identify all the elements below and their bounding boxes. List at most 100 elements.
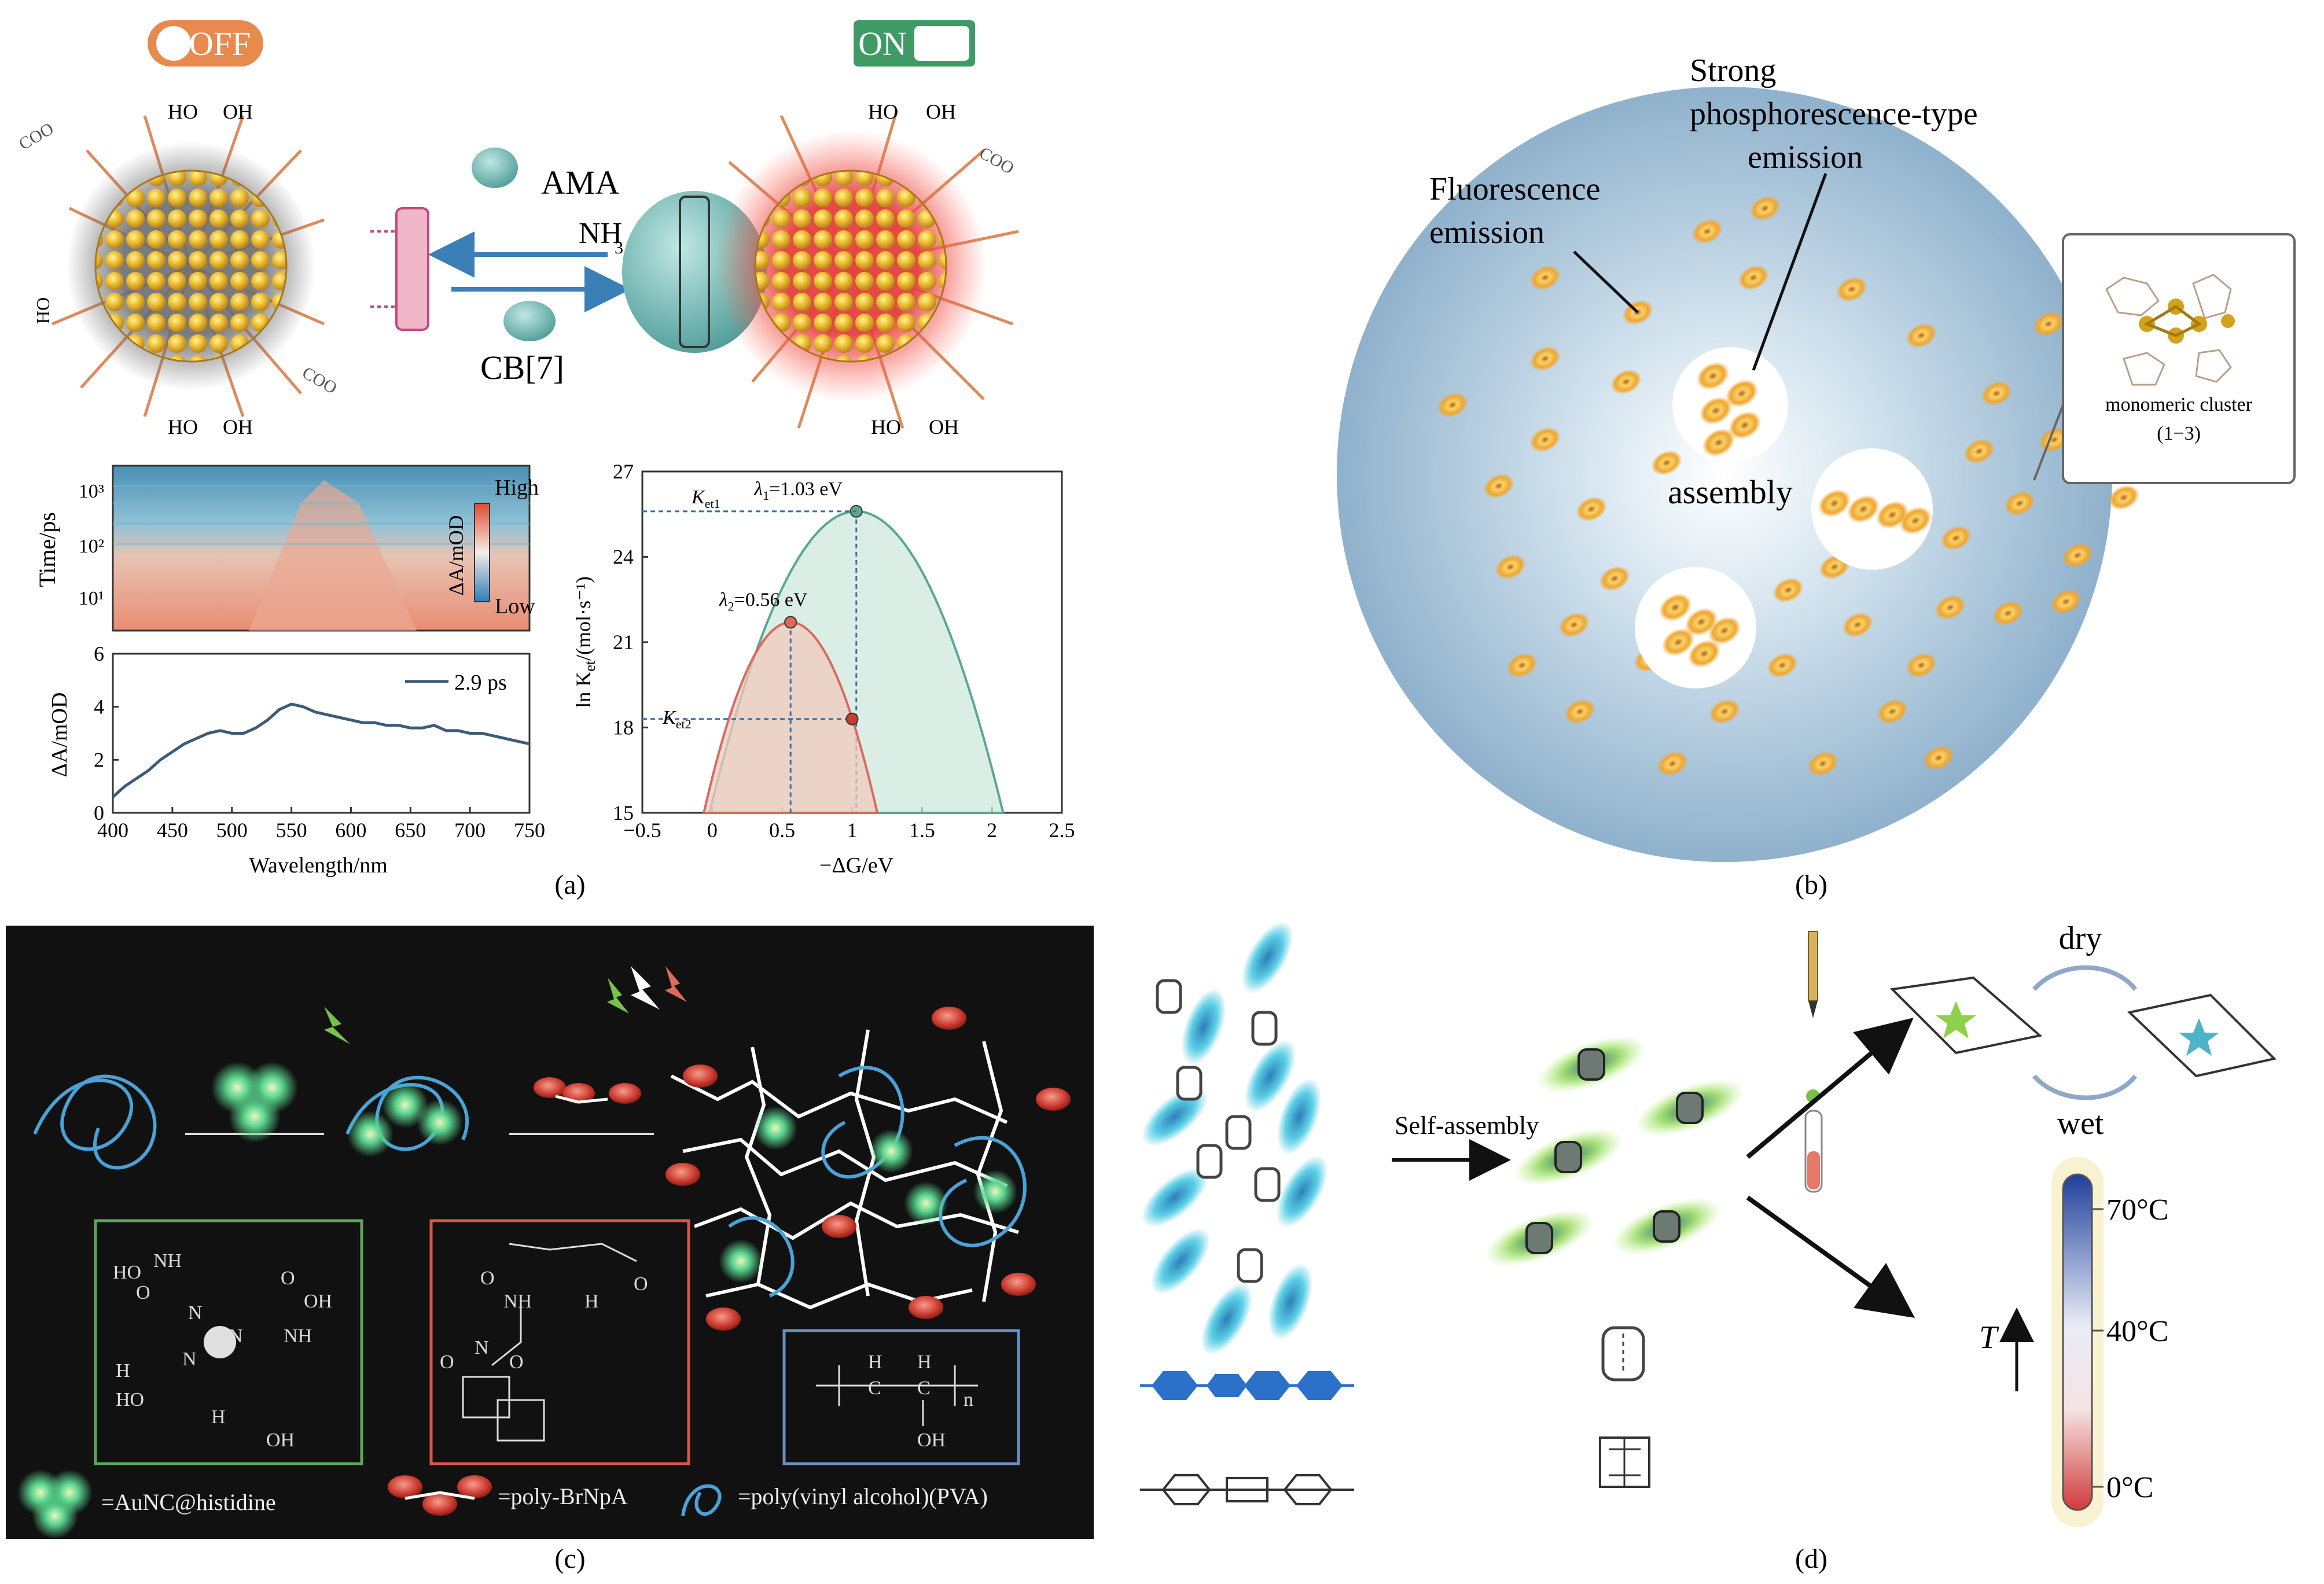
svg-text:HO: HO <box>113 1262 141 1283</box>
monomer-dot-27 <box>1709 699 1740 724</box>
spectrum-xtick-label-3: 550 <box>276 819 307 842</box>
strong-pointer <box>1752 173 1827 371</box>
monomer-dot-12 <box>1940 525 1972 551</box>
teal-guest-3 <box>1244 1040 1296 1113</box>
monomer-dot-20 <box>2050 589 2082 614</box>
strong-line3: emission <box>1748 139 1863 175</box>
on-ho-label: HO <box>868 100 898 123</box>
exchange-arrows: AMA NH 3 CB[7] <box>428 148 631 386</box>
on-switch: ON <box>854 20 975 67</box>
lambda2-label: λ2=0.56 eV <box>719 590 808 614</box>
spectrum-ytick-label-0: 0 <box>94 801 104 824</box>
paper-wet <box>2127 993 2277 1078</box>
self-assembly-label: Self-assembly <box>1395 1111 1539 1140</box>
svg-text:N: N <box>188 1302 203 1324</box>
svg-text:O: O <box>509 1351 524 1373</box>
svg-text:H: H <box>584 1291 599 1312</box>
spectrum-xtick-label-5: 650 <box>395 819 426 842</box>
assembly-dot-0 <box>1696 362 1730 391</box>
green-flash-icon <box>324 1007 350 1044</box>
network-glows <box>719 1106 1017 1283</box>
viologen-left <box>370 207 429 331</box>
assembly-dot-12 <box>1687 639 1721 668</box>
spectrum-ytick-label-3: 6 <box>94 642 104 665</box>
brnpa-box <box>429 1219 690 1465</box>
legend-aunc: =AuNC@histidine <box>17 1469 276 1539</box>
monomer-dot-32 <box>1963 439 1995 464</box>
fluorescence-line2: emission <box>1429 215 1545 251</box>
oh-label-bottom: OH <box>223 415 253 439</box>
marcus-xtick-label-0: −0.5 <box>623 819 661 842</box>
fluorescence-line1: Fluorescence <box>1429 171 1600 207</box>
svg-text:C: C <box>868 1377 881 1399</box>
monomer-dot-6 <box>1651 450 1682 476</box>
ho-oh-side: HO <box>32 297 53 324</box>
on-oh-label-bottom: OH <box>929 415 959 439</box>
monomer-dot-1 <box>1738 265 1769 290</box>
assembly-dot-6 <box>1847 495 1880 524</box>
spectrum-xtick-label-6: 700 <box>454 819 486 842</box>
svg-text:O: O <box>480 1268 495 1289</box>
assembly-dot-5 <box>1818 489 1851 518</box>
on-label: ON <box>858 25 907 62</box>
heatmap-ytick-1: 10³ <box>79 481 104 502</box>
panel-d-label: (d) <box>1795 1544 1827 1574</box>
strong-line1: Strong <box>1690 53 1776 89</box>
monomer-dot-39 <box>1437 392 1468 418</box>
temp-0: 0°C <box>2106 1471 2153 1504</box>
ho-label: HO <box>168 100 198 123</box>
histidine-box <box>94 1219 363 1465</box>
legend-pva-label: =poly(vinyl alcohol)(PVA) <box>738 1483 988 1509</box>
assembly-dot-1 <box>1725 379 1759 408</box>
marcus-xtick-label-5: 2 <box>987 819 997 842</box>
brnpa-cluster-small <box>534 1077 641 1104</box>
wet-label: wet <box>2057 1106 2104 1141</box>
monomer-dot-13 <box>2004 491 2035 516</box>
legend-label: 2.9 ps <box>454 671 507 695</box>
monomer-dot-38 <box>1529 265 1561 290</box>
teal-guest-7 <box>1150 1228 1211 1295</box>
temp-40: 40°C <box>2106 1315 2168 1348</box>
assembly-dot-13 <box>1708 616 1741 645</box>
marcus-xtick-label-2: 0.5 <box>769 819 795 842</box>
marcus-xlabel: −ΔG/eV <box>819 853 894 878</box>
panel-d: Self-assembly dry wet 70°C 40°C <box>1140 902 2324 1581</box>
ama-label: AMA <box>541 164 619 201</box>
pen-icon <box>1808 931 1818 1018</box>
off-label: OFF <box>189 25 251 62</box>
teal-guest-6 <box>1276 1155 1328 1228</box>
monomer-dot-33 <box>2033 311 2064 337</box>
off-nanoparticle: HO OH HO OH COO COO HO <box>16 100 340 439</box>
assembly-dot-11 <box>1661 628 1695 657</box>
heatmap-ytick-2: 10² <box>79 536 104 557</box>
aunc-cluster-1 <box>211 1062 298 1143</box>
monomer-dot-26 <box>1877 699 1908 724</box>
heatmap-ytick-3: 10¹ <box>79 588 104 609</box>
svg-text:O: O <box>440 1351 454 1373</box>
coo-label: COO <box>16 119 57 154</box>
coo-label-2: COO <box>299 363 340 397</box>
monomer-dots <box>1437 196 2139 776</box>
on-oh-label: OH <box>926 100 956 123</box>
marcus-xtick-label-3: 1 <box>847 819 858 842</box>
legend-brnpa: =poly-BrNpA <box>388 1475 628 1516</box>
teal-guest-0 <box>1241 921 1293 994</box>
panel-a: OFF ON HO OH HO OH COO COO HO <box>0 0 1140 902</box>
temp-70: 70°C <box>2106 1193 2168 1226</box>
guest-structure <box>1140 1371 1354 1505</box>
ket2-label: Ket2 <box>662 707 692 731</box>
panel-b: Fluorescence emission Strong phosphoresc… <box>1140 0 2324 902</box>
spectrum-ytick-label-1: 2 <box>94 748 104 771</box>
cluster-label-1: monomeric cluster <box>2105 394 2253 415</box>
svg-text:H: H <box>917 1351 932 1373</box>
host-structure <box>1599 1326 1650 1488</box>
on-nanoparticle: HO OH HO OH COO <box>715 100 1019 439</box>
spectrum-frame <box>112 653 531 814</box>
svg-text:OH: OH <box>266 1430 295 1451</box>
strong-line2: phosphorescence-type <box>1690 96 1978 132</box>
svg-text:HO: HO <box>116 1389 144 1410</box>
